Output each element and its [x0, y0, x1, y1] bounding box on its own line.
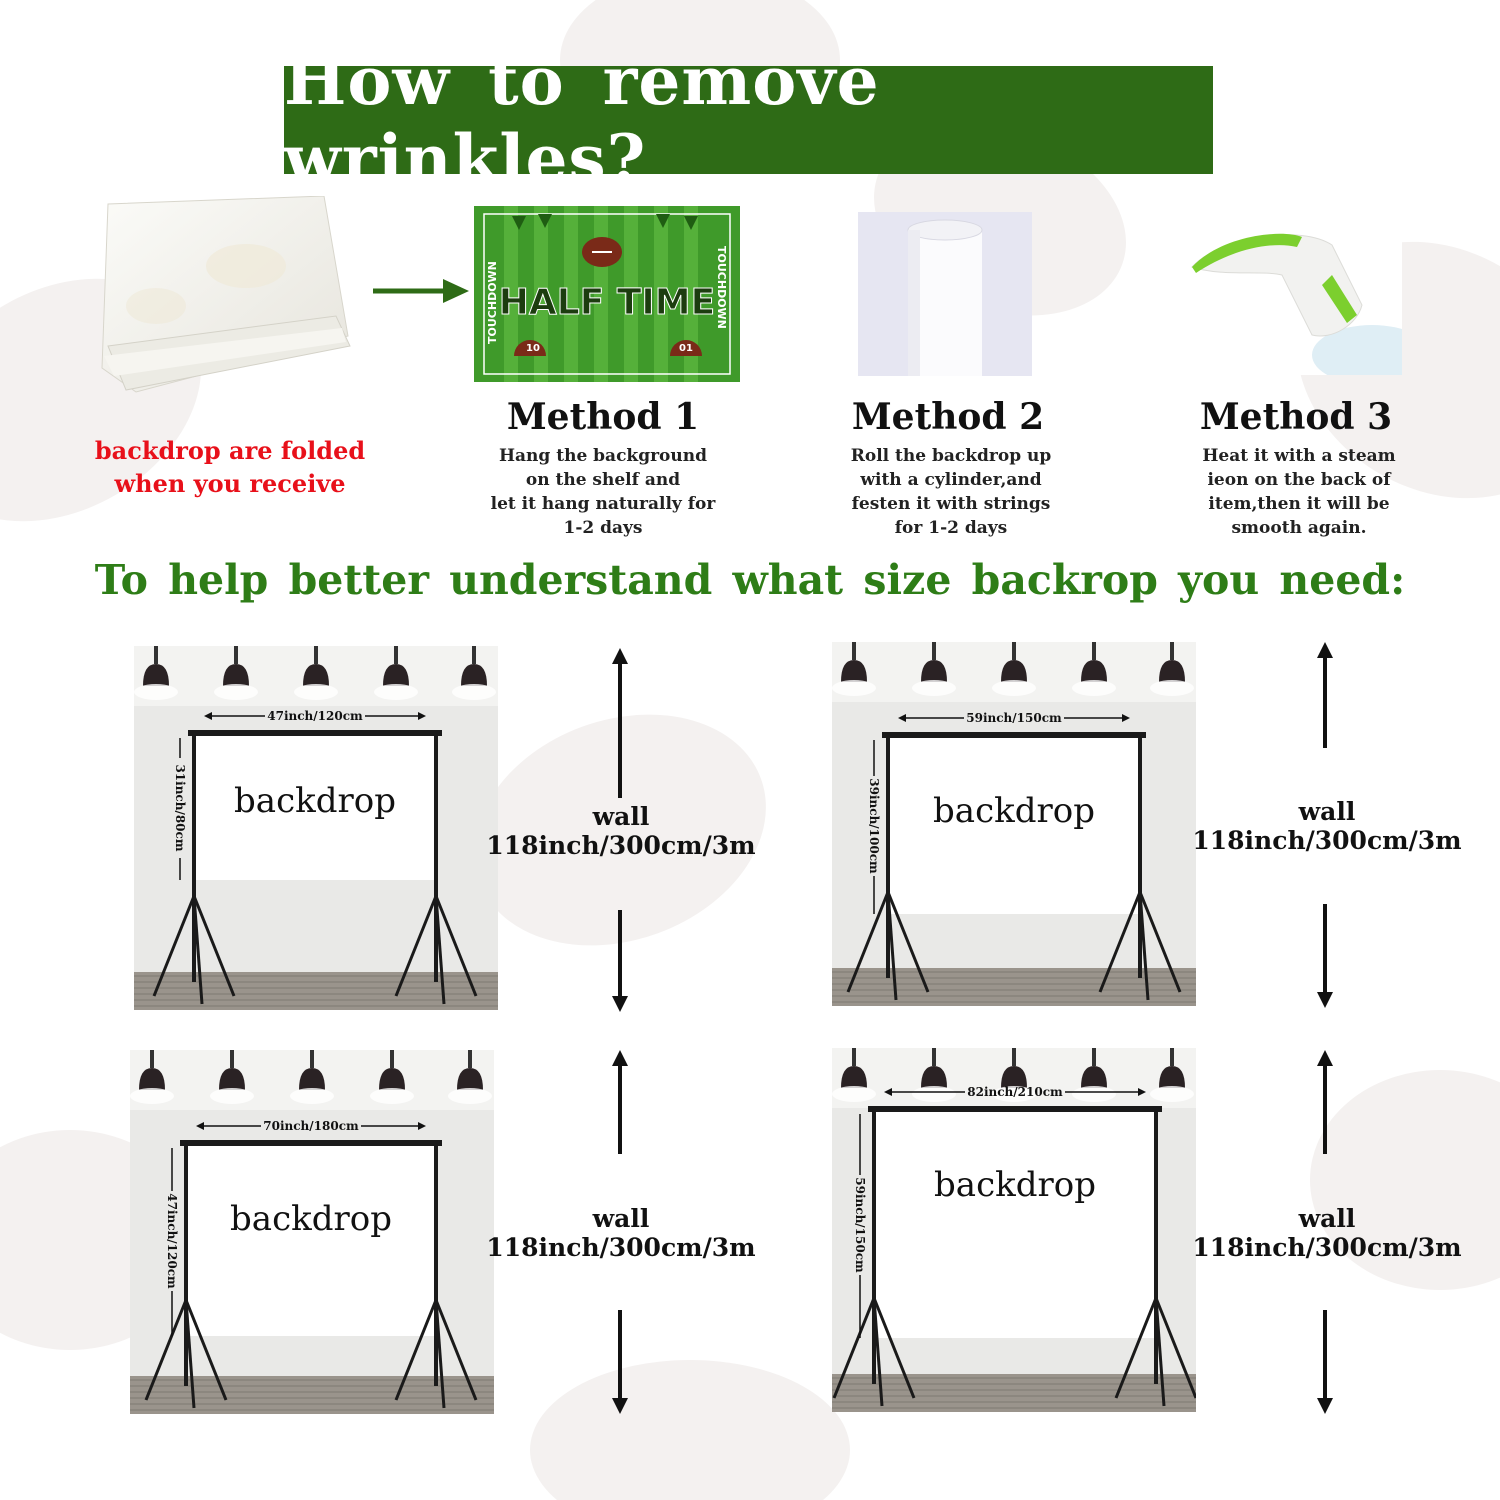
light-stand-icon	[832, 1106, 916, 1407]
ceiling-lamp-icon	[912, 642, 956, 696]
method-2-title: Method 2	[851, 396, 1045, 438]
light-stand-icon	[1114, 1106, 1196, 1407]
size-section-heading: To help better understand what size back…	[94, 556, 1406, 604]
arrow-down-icon	[1317, 1310, 1333, 1414]
rolled-backdrop-image	[858, 212, 1032, 376]
page-title: How to remove wrinkles?	[284, 42, 880, 198]
arrow-up-icon	[1317, 642, 1333, 748]
backdrop-sheet	[874, 1112, 1156, 1338]
ceiling-lamp-icon	[370, 1050, 414, 1104]
arrow-up-icon	[612, 648, 628, 798]
size-scene-3: 70inch/180cm 47inch/120cm backdrop	[130, 1050, 494, 1414]
width-dimension-label: 47inch/120cm	[267, 709, 363, 723]
light-stand-icon	[144, 1140, 228, 1409]
backdrop-label: backdrop	[230, 1199, 392, 1239]
light-stand-icon	[394, 730, 478, 1005]
method-1-title: Method 1	[506, 396, 700, 438]
width-dimension-label: 82inch/210cm	[967, 1085, 1063, 1099]
ceiling-lamp-icon	[452, 646, 496, 700]
touchdown-left-text: TOUCHDOWN	[486, 261, 499, 344]
arrow-up-icon	[612, 1050, 628, 1154]
height-dimension-label: 59inch/150cm	[853, 1177, 867, 1273]
half-time-text: HALF TIME	[499, 282, 715, 323]
wall-label-4: wall 118inch/300cm/3m	[1192, 1204, 1462, 1262]
ceiling-lamp-icon	[290, 1050, 334, 1104]
method-3-description: Heat it with a steam ieon on the back of…	[1202, 446, 1396, 538]
method-1-description: Hang the background on the shelf and let…	[490, 446, 716, 538]
height-dimension-label: 39inch/100cm	[867, 778, 881, 874]
size-scene-2: 59inch/150cm 39inch/100cm backdrop	[832, 642, 1196, 1006]
ceiling-lamp-icon	[294, 646, 338, 700]
arrow-up-icon	[1317, 1050, 1333, 1154]
backdrop-sheet	[888, 738, 1140, 914]
ceiling-lamp-icon	[214, 646, 258, 700]
light-stand-icon	[394, 1140, 478, 1409]
helmet-number-right: 01	[679, 343, 693, 354]
ceiling-lamp-icon	[832, 1048, 876, 1102]
ceiling-lamp-icon	[912, 1048, 956, 1102]
crossbar	[180, 1140, 442, 1146]
ceiling-lamp-icon	[210, 1050, 254, 1104]
backdrop-sheet	[194, 736, 436, 880]
wall-label-2: wall 118inch/300cm/3m	[1192, 797, 1462, 855]
backdrop-label: backdrop	[934, 1165, 1096, 1205]
method-2-description: Roll the backdrop up with a cylinder,and…	[850, 446, 1052, 538]
size-scene-1: 47inch/120cm 31inch/80cm backdrop	[134, 646, 498, 1010]
football-field-backdrop-image: HALF TIME TOUCHDOWN TOUCHDOWN 10 01	[474, 206, 740, 382]
title-banner: How to remove wrinkles?	[284, 42, 1213, 198]
ceiling-lamp-icon	[1150, 642, 1194, 696]
ceiling-lamp-icon	[832, 642, 876, 696]
crossbar	[882, 732, 1146, 738]
backdrop-sheet	[186, 1146, 436, 1336]
ceiling-lamp-icon	[1150, 1048, 1194, 1102]
touchdown-right-text: TOUCHDOWN	[715, 246, 728, 329]
crossbar	[868, 1106, 1162, 1112]
arrow-right-icon	[373, 279, 469, 303]
crossbar	[188, 730, 442, 736]
steam-iron-image	[1182, 215, 1402, 375]
wall-label-3: wall 118inch/300cm/3m	[486, 1204, 756, 1262]
ceiling-lamp-icon	[992, 642, 1036, 696]
height-dimension-label: 31inch/80cm	[173, 764, 187, 851]
ceiling-lamp-icon	[992, 1048, 1036, 1102]
arrow-down-icon	[612, 1310, 628, 1414]
backdrop-label: backdrop	[933, 791, 1095, 831]
arrow-down-icon	[1317, 904, 1333, 1008]
light-stand-icon	[846, 732, 930, 1001]
backdrop-label: backdrop	[234, 781, 396, 821]
arrow-down-icon	[612, 910, 628, 1012]
light-stand-icon	[152, 730, 236, 1005]
ceiling-lamp-icon	[448, 1050, 492, 1104]
folded-caption: backdrop are folded when you receive	[94, 436, 366, 498]
ceiling-lamp-icon	[1072, 1048, 1116, 1102]
folded-backdrop-image	[101, 196, 351, 393]
size-scene-4: 82inch/210cm 59inch/150cm backdrop	[832, 1048, 1196, 1412]
height-dimension-label: 47inch/120cm	[165, 1193, 179, 1289]
method-3-title: Method 3	[1199, 396, 1393, 438]
width-dimension-label: 70inch/180cm	[263, 1119, 359, 1133]
ceiling-lamp-icon	[374, 646, 418, 700]
helmet-number-left: 10	[526, 343, 540, 354]
ceiling-lamp-icon	[134, 646, 178, 700]
ceiling-lamp-icon	[130, 1050, 174, 1104]
width-dimension-label: 59inch/150cm	[966, 711, 1062, 725]
ceiling-lamp-icon	[1072, 642, 1116, 696]
wall-label-1: wall 118inch/300cm/3m	[486, 802, 756, 860]
light-stand-icon	[1098, 732, 1182, 1001]
